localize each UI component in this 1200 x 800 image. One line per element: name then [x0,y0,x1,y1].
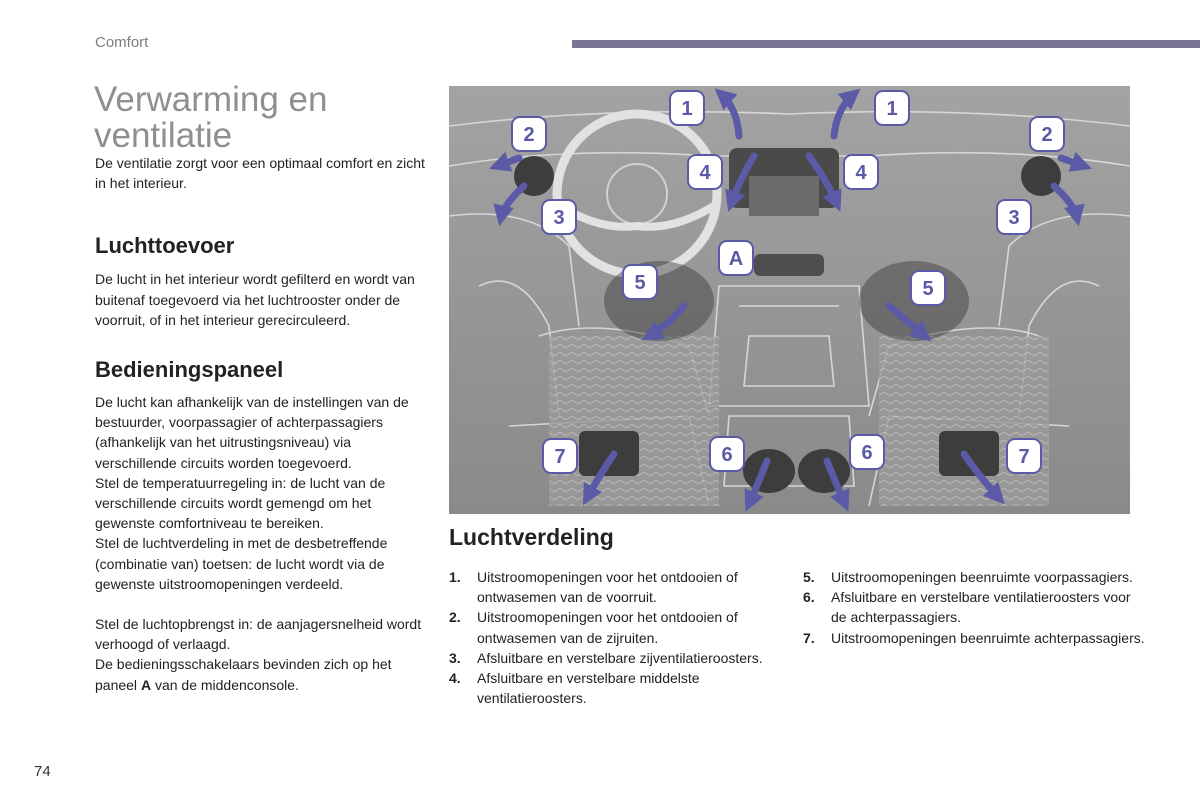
bedieningspaneel-paragraph-1: De lucht kan afhankelijk van de instelli… [95,394,409,471]
page-number: 74 [34,763,51,780]
steering-spoke [554,200,720,231]
section-label: Comfort [95,34,149,51]
callout-4-left: 4 [687,154,723,190]
legend-number: 2. [449,609,461,626]
callout-3-left: 3 [541,199,577,235]
legend-text: Afsluitbare en verstelbare middelste ven… [477,670,700,707]
callout-text: 5 [634,272,645,294]
legend-text: Uitstroomopeningen voor het ontdooien of… [477,609,738,646]
callout-text: A [729,248,743,270]
legend-number: 5. [803,569,815,585]
callout-6-right: 6 [849,434,885,470]
legend-list-right: 5. Uitstroomopeningen beenruimte voorpass… [803,567,1148,648]
panel-a-label: A [140,676,152,693]
left-column: De ventilatie zorgt voor een optimaal co… [95,153,430,695]
callout-text: 2 [1041,124,1052,146]
callout-text: 6 [721,444,732,466]
legend-list-left: 1. Uitstroomopeningen voor het ontdooien … [449,567,779,708]
arrow-6-right [823,457,850,512]
callout-1-left: 1 [669,90,705,126]
legend-item: 4. Afsluitbare en verstelbare middelste v… [449,668,779,708]
bedieningspaneel-paragraph-3: Stel de luchtverdeling in met de desbetr… [95,535,388,592]
legend-item: 2. Uitstroomopeningen voor het ontdooien … [449,607,779,647]
callout-text: 7 [1018,446,1029,468]
callout-text: 3 [1008,207,1019,229]
callout-text: 5 [922,278,933,300]
callout-text: 7 [554,446,565,468]
callout-7-left: 7 [542,438,578,474]
arrow-4-left [725,152,758,212]
arrow-2-right [1057,151,1092,172]
right-floor-carpet [879,336,1049,506]
legend-text: Afsluitbare en verstelbare ventilatieroo… [831,589,1131,626]
arrow-3-right [1050,182,1085,227]
callout-text: 3 [553,207,564,229]
rear-right-floor-vent [939,431,999,476]
callout-text: 2 [523,124,534,146]
callout-4-right: 4 [843,154,879,190]
callout-text: 1 [886,98,897,120]
legend-text: Uitstroomopeningen beenruimte voorpassag… [831,569,1133,585]
bedieningspaneel-paragraph-2: Stel de temperatuurregeling in: de lucht… [95,474,386,532]
arrow-6-left [744,457,771,512]
control-panel-a [754,254,824,276]
arrow-1-right [830,88,861,140]
rear-left-center-vent [743,449,795,493]
center-display [749,176,819,216]
legend-text: Uitstroomopeningen beenruimte achterpass… [831,629,1145,646]
rear-right-center-vent [798,449,850,493]
legend-number: 4. [449,670,461,687]
luchtverdeling-heading: Luchtverdeling [449,524,614,550]
arrow-1-left [714,88,743,140]
legend-number: 1. [449,569,461,585]
arrow-2-left [489,151,523,172]
callout-a: A [718,240,754,276]
bedieningspaneel-heading: Bedieningspaneel [95,357,284,383]
callout-text: 6 [861,442,872,464]
header-accent-bar [572,40,1200,48]
legend-text: Uitstroomopeningen voor het ontdooien of… [477,569,738,606]
arrow-5-right [885,302,932,342]
legend-number: 7. [803,629,815,646]
legend-number: 3. [449,649,461,666]
intro-text: De ventilatie zorgt voor een optimaal co… [95,155,425,192]
airflow-arrows [489,88,1092,512]
page-title: Verwarming en ventilatie [94,80,328,155]
arrow-3-left [493,182,528,227]
callout-labels: 1 1 2 2 3 3 4 4 [511,90,1065,474]
legend-item: 6. Afsluitbare en verstelbare ventilatier… [803,587,1148,627]
callout-text: 4 [855,162,867,184]
luchttoevoer-heading: Luchttoevoer [95,233,235,259]
legend-text: Afsluitbare en verstelbare zijventilatie… [477,649,763,666]
arrow-5-left [641,302,688,341]
callout-text: 1 [681,98,692,120]
left-floor-carpet [549,336,719,506]
arrow-7-left [582,450,618,506]
callout-3-right: 3 [996,199,1032,235]
bedieningspaneel-paragraph-5: De bedieningsschakelaars bevinden zich o… [95,654,430,694]
legend-item: 7. Uitstroomopeningen beenruimte achterpa… [803,628,1148,648]
callout-text: 4 [699,162,711,184]
callout-1-right: 1 [874,90,910,126]
legend-item: 5. Uitstroomopeningen beenruimte voorpass… [803,567,1148,587]
steering-hub [606,163,668,225]
callout-7-right: 7 [1006,438,1042,474]
legend-item: 3. Afsluitbare en verstelbare zijventilat… [449,648,779,668]
callout-5-left: 5 [622,264,658,300]
callout-5-right: 5 [910,270,946,306]
callout-2-right: 2 [1029,116,1065,152]
legend-number: 6. [803,589,815,606]
p5-end: van de middenconsole. [151,676,299,693]
arrow-4-right [805,152,842,212]
rear-left-floor-vent [579,431,639,476]
callout-2-left: 2 [511,116,547,152]
bedieningspaneel-paragraph-4: Stel de luchtopbrengst in: de aanjagersn… [95,616,422,653]
luchttoevoer-text: De lucht in het interieur wordt gefilter… [95,271,415,328]
legend-item: 1. Uitstroomopeningen voor het ontdooien … [449,567,779,607]
callout-6-left: 6 [709,436,745,472]
arrow-7-right [960,450,1005,505]
p5-start: De bedieningsschakelaars bevinden zich o… [95,656,392,693]
ventilation-illustration: 1 1 2 2 3 3 4 4 [449,86,1130,514]
